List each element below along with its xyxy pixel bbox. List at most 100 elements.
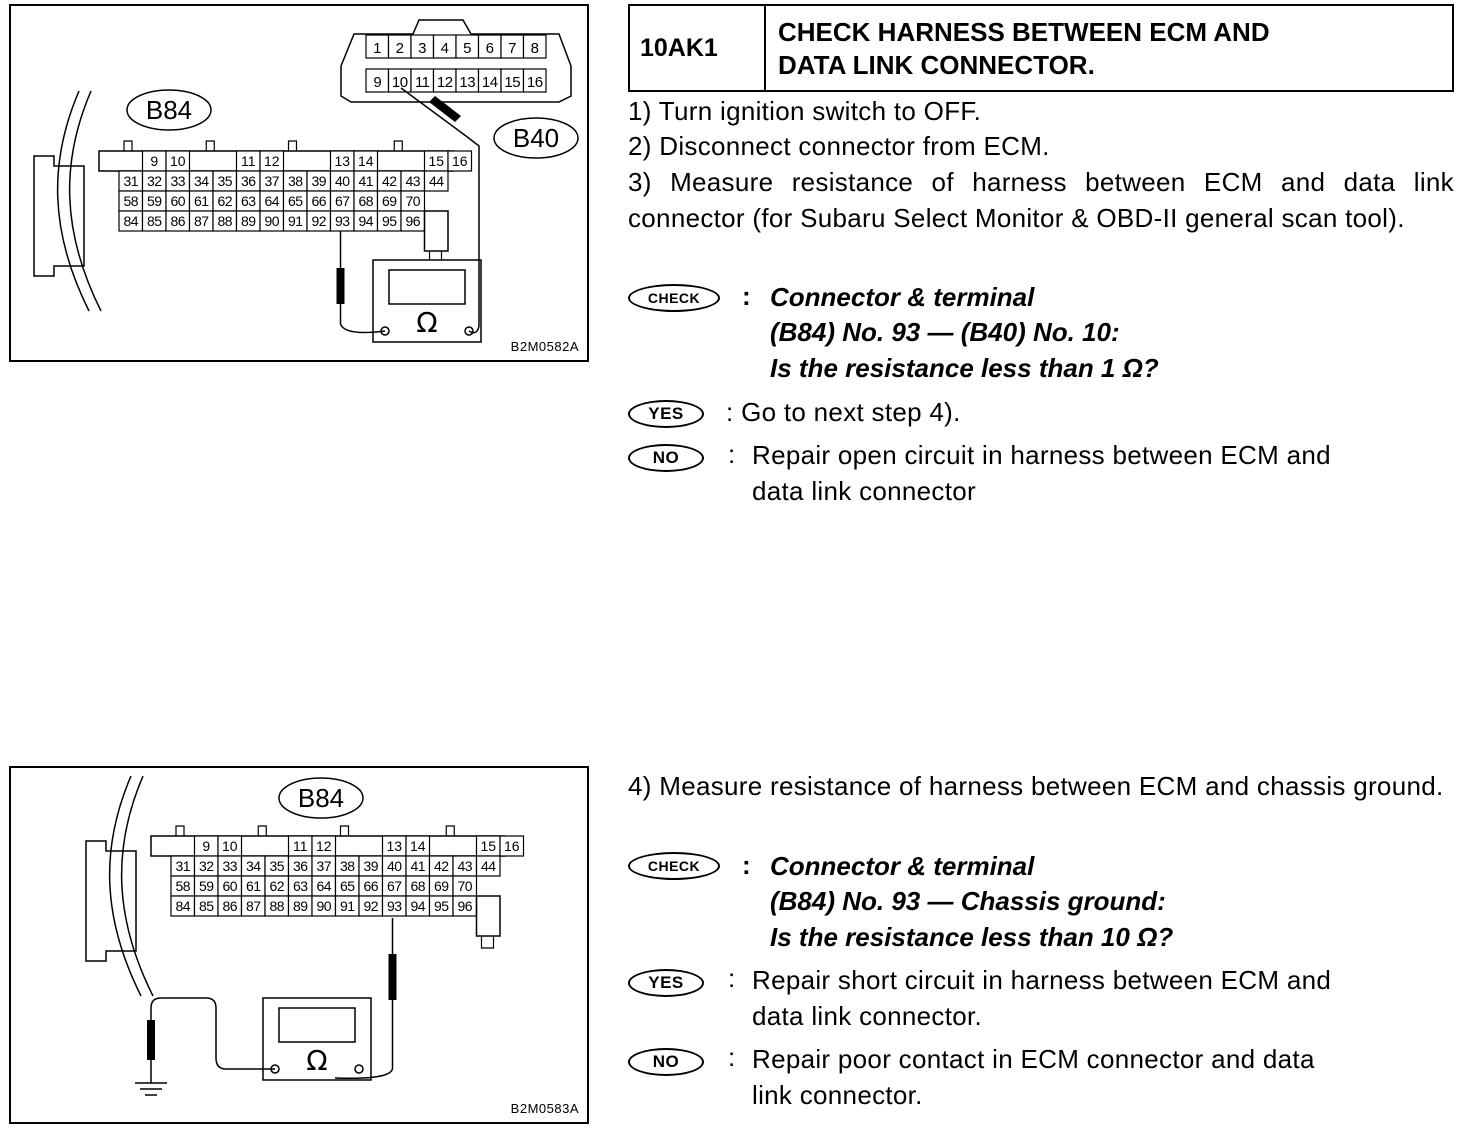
dlc-pin-number: 13 (459, 74, 475, 91)
key-notch (339, 825, 350, 836)
ecm-pin-cell (499, 835, 525, 857)
no-answer-line-2: data link connector (752, 476, 976, 506)
ecm-pin-number: 11 (293, 838, 308, 854)
ecm-pin-number: 86 (222, 898, 237, 914)
ecm-pin-number: 88 (269, 898, 284, 914)
ecm-pin-cell (475, 855, 501, 877)
key-notch (393, 140, 403, 151)
dlc-pin-number: 8 (531, 40, 539, 57)
step-1: 1) Turn ignition switch to OFF. (628, 96, 982, 126)
dlc-pin-number: 4 (441, 40, 449, 57)
connector-label-ellipse (278, 777, 364, 819)
ecm-housing-left (85, 840, 137, 962)
ecm-pin-number: 93 (387, 898, 402, 914)
ecm-pin-number: 64 (264, 193, 279, 209)
key-notch (123, 140, 133, 151)
ecm-pin-number: 91 (288, 213, 303, 229)
check-badge: CHECK (628, 284, 720, 312)
step-4: 4) Measure resistance of harness between… (628, 771, 1444, 801)
ohm-symbol: Ω (306, 1044, 327, 1077)
step-code: 10AK1 (630, 6, 766, 90)
ecm-pin-number: 41 (410, 858, 425, 874)
ecm-pin-number: 15 (428, 153, 444, 169)
dlc-pin-number: 10 (392, 74, 408, 91)
ecm-pin-number: 12 (264, 153, 280, 169)
ecm-pin-number: 60 (222, 878, 237, 894)
ecm-pin-number: 34 (246, 858, 261, 874)
yes-answer-line-2: data link connector. (752, 1001, 983, 1031)
key-notch (257, 825, 267, 836)
ecm-pin-number: 96 (457, 898, 472, 914)
ecm-pin-number: 31 (175, 858, 190, 874)
dlc-pin-number: 7 (508, 40, 516, 57)
ecm-pin-number: 84 (123, 213, 138, 229)
ecm-pin-number: 94 (358, 213, 373, 229)
dlc-pin-number: 15 (504, 74, 520, 91)
ohmmeter-display (278, 1007, 356, 1043)
figure-code: B2M0583A (510, 1101, 579, 1116)
ohmmeter-display (388, 269, 466, 305)
yes-badge: YES (628, 969, 704, 997)
colon: : (728, 963, 736, 993)
ecm-pin-number: 91 (340, 898, 355, 914)
key-notch (287, 140, 298, 151)
ecm-pin-cell (423, 170, 449, 192)
dlc-pin-number: 14 (482, 74, 498, 91)
ecm-pin-number: 32 (199, 858, 214, 874)
ecm-pin-number: 88 (217, 213, 232, 229)
ecm-pin-number: 59 (147, 193, 162, 209)
no-answer-line-2: link connector. (752, 1080, 923, 1110)
ecm-pin-number: 67 (387, 878, 402, 894)
dlc-pin-number: 9 (373, 74, 381, 91)
ecm-pin-number: 13 (386, 838, 402, 854)
dlc-housing (340, 19, 572, 103)
ecm-pin-number: 96 (405, 213, 420, 229)
check-line-3: Is the resistance less than 1 Ω? (770, 353, 1159, 383)
ecm-pin-number: 92 (311, 213, 326, 229)
connector-label: B40 (513, 123, 559, 153)
probe-tip (429, 96, 461, 122)
yes-answer: : Go to next step 4). (726, 397, 961, 427)
ecm-pin-number: 64 (316, 878, 331, 894)
ecm-pin-number: 40 (335, 173, 350, 189)
check-line-2: (B84) No. 93 — (B40) No. 10: (770, 317, 1120, 347)
no-badge: NO (628, 444, 704, 472)
connector-label: B84 (146, 95, 192, 125)
ecm-pin-number: 90 (264, 213, 279, 229)
ecm-pin-number: 84 (175, 898, 190, 914)
ecm-pin-number: 38 (288, 173, 303, 189)
ecm-pin-number: 58 (175, 878, 190, 894)
check-line-1: Connector & terminal (770, 282, 1035, 312)
ecm-pin-number: 90 (316, 898, 331, 914)
ecm-pin-number: 61 (194, 193, 209, 209)
ecm-pin-number: 70 (457, 878, 472, 894)
no-answer-line-1: Repair poor contact in ECM connector and… (752, 1044, 1315, 1074)
ecm-pin-number: 86 (170, 213, 185, 229)
ecm-pin-number: 87 (246, 898, 261, 914)
ecm-pin-number: 14 (410, 838, 426, 854)
ecm-pin-number: 89 (293, 898, 308, 914)
ecm-pin-number: 43 (457, 858, 472, 874)
ecm-pin-number: 36 (293, 858, 308, 874)
ecm-pin-number: 34 (194, 173, 209, 189)
ecm-pin-number: 44 (481, 858, 496, 874)
probe-tip (388, 954, 397, 1000)
no-answer-line-1: Repair open circuit in harness between E… (752, 440, 1331, 470)
ecm-right-foot (480, 936, 495, 949)
ecm-pin-number: 66 (363, 878, 378, 894)
probe-tip (147, 1020, 155, 1060)
colon: : (742, 850, 751, 880)
cut-line (68, 90, 102, 312)
colon: : (728, 1042, 736, 1072)
no-badge: NO (628, 1048, 704, 1076)
cut-line (120, 775, 154, 997)
cut-line (108, 775, 142, 997)
ecm-pin-number: 69 (434, 878, 449, 894)
ecm-pin-number: 16 (452, 153, 468, 169)
ecm-pin-number: 59 (199, 878, 214, 894)
ecm-pin-number: 93 (335, 213, 350, 229)
ecm-pin-number: 70 (405, 193, 420, 209)
check-badge: CHECK (628, 852, 720, 880)
ecm-pin-number: 39 (363, 858, 378, 874)
meter-terminal (354, 1064, 364, 1074)
